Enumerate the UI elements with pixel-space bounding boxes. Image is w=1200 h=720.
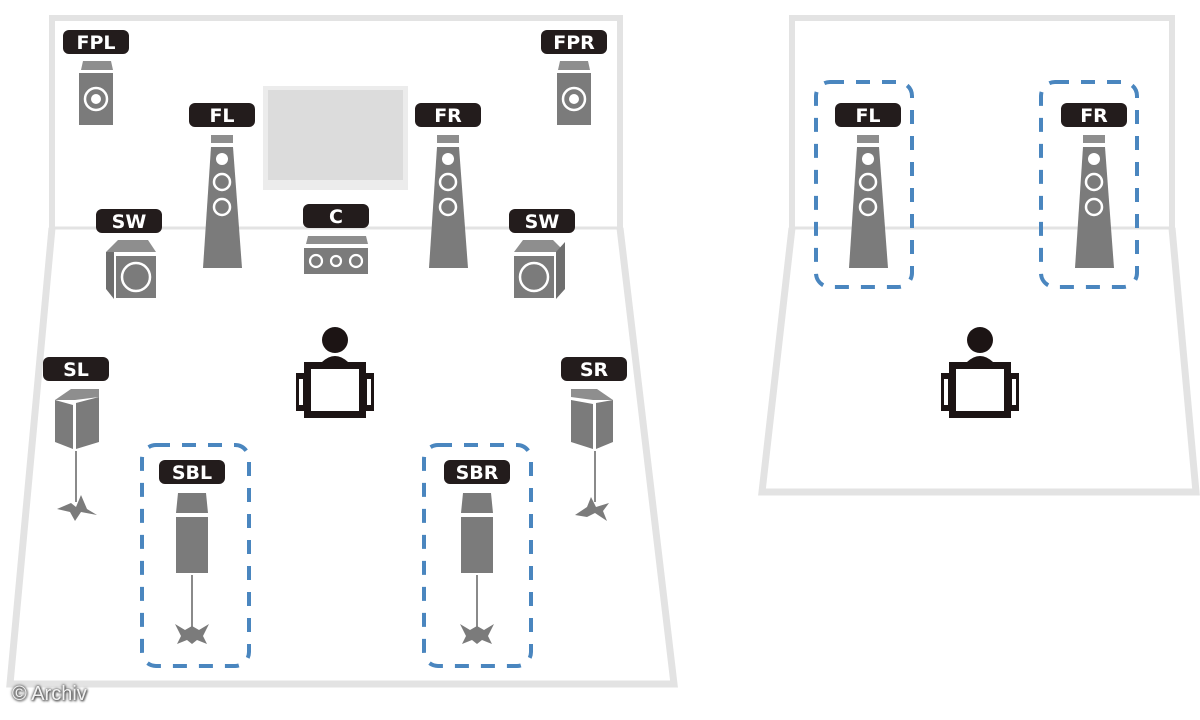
speaker-c: C bbox=[303, 204, 369, 274]
label-sbl: SBL bbox=[172, 462, 212, 484]
room-full-layout: FPL FPR FL FR bbox=[6, 15, 678, 688]
label-fl: FL bbox=[209, 105, 234, 127]
label-sr: SR bbox=[580, 359, 609, 381]
room2-side-walls bbox=[758, 227, 1200, 496]
speaker-fl: FL bbox=[189, 103, 255, 268]
label-sw-left: SW bbox=[112, 211, 147, 233]
speaker-sr: SR bbox=[561, 357, 627, 521]
label-sbr: SBR bbox=[456, 462, 499, 484]
speaker-sbl: SBL bbox=[140, 443, 251, 668]
room-side-walls bbox=[6, 227, 678, 688]
image-credit: © Archiv bbox=[12, 683, 87, 705]
label-fpl: FPL bbox=[76, 32, 115, 54]
highlight-box-fl-2 bbox=[814, 80, 914, 289]
speaker-fpl: FPL bbox=[63, 30, 129, 125]
tv-screen bbox=[263, 86, 408, 190]
speaker-sbr: SBR bbox=[422, 443, 533, 668]
highlight-box-sbl bbox=[140, 443, 251, 668]
speaker-sw-right: SW bbox=[509, 209, 575, 299]
label-fl-2: FL bbox=[855, 105, 880, 127]
speaker-fl-2: FL bbox=[814, 80, 914, 289]
highlight-box-sbr bbox=[422, 443, 533, 668]
label-sw-right: SW bbox=[525, 211, 560, 233]
room2-back-wall bbox=[789, 15, 1175, 228]
room-back-wall bbox=[49, 15, 623, 228]
room-front-only-layout: FL FR bbox=[758, 15, 1200, 496]
speaker-sw-left: SW bbox=[96, 209, 162, 299]
label-fr: FR bbox=[434, 105, 462, 127]
label-sl: SL bbox=[63, 359, 89, 381]
label-c: C bbox=[329, 206, 343, 228]
label-fr-2: FR bbox=[1080, 105, 1108, 127]
label-fpr: FPR bbox=[553, 32, 595, 54]
speaker-sl: SL bbox=[43, 357, 109, 521]
speaker-fpr: FPR bbox=[541, 30, 607, 125]
highlight-box-fr-2 bbox=[1039, 80, 1139, 289]
speaker-fr-2: FR bbox=[1039, 80, 1139, 289]
listener-seat-icon-2 bbox=[941, 327, 1019, 418]
listener-seat-icon bbox=[296, 327, 374, 418]
speaker-fr: FR bbox=[415, 103, 481, 268]
